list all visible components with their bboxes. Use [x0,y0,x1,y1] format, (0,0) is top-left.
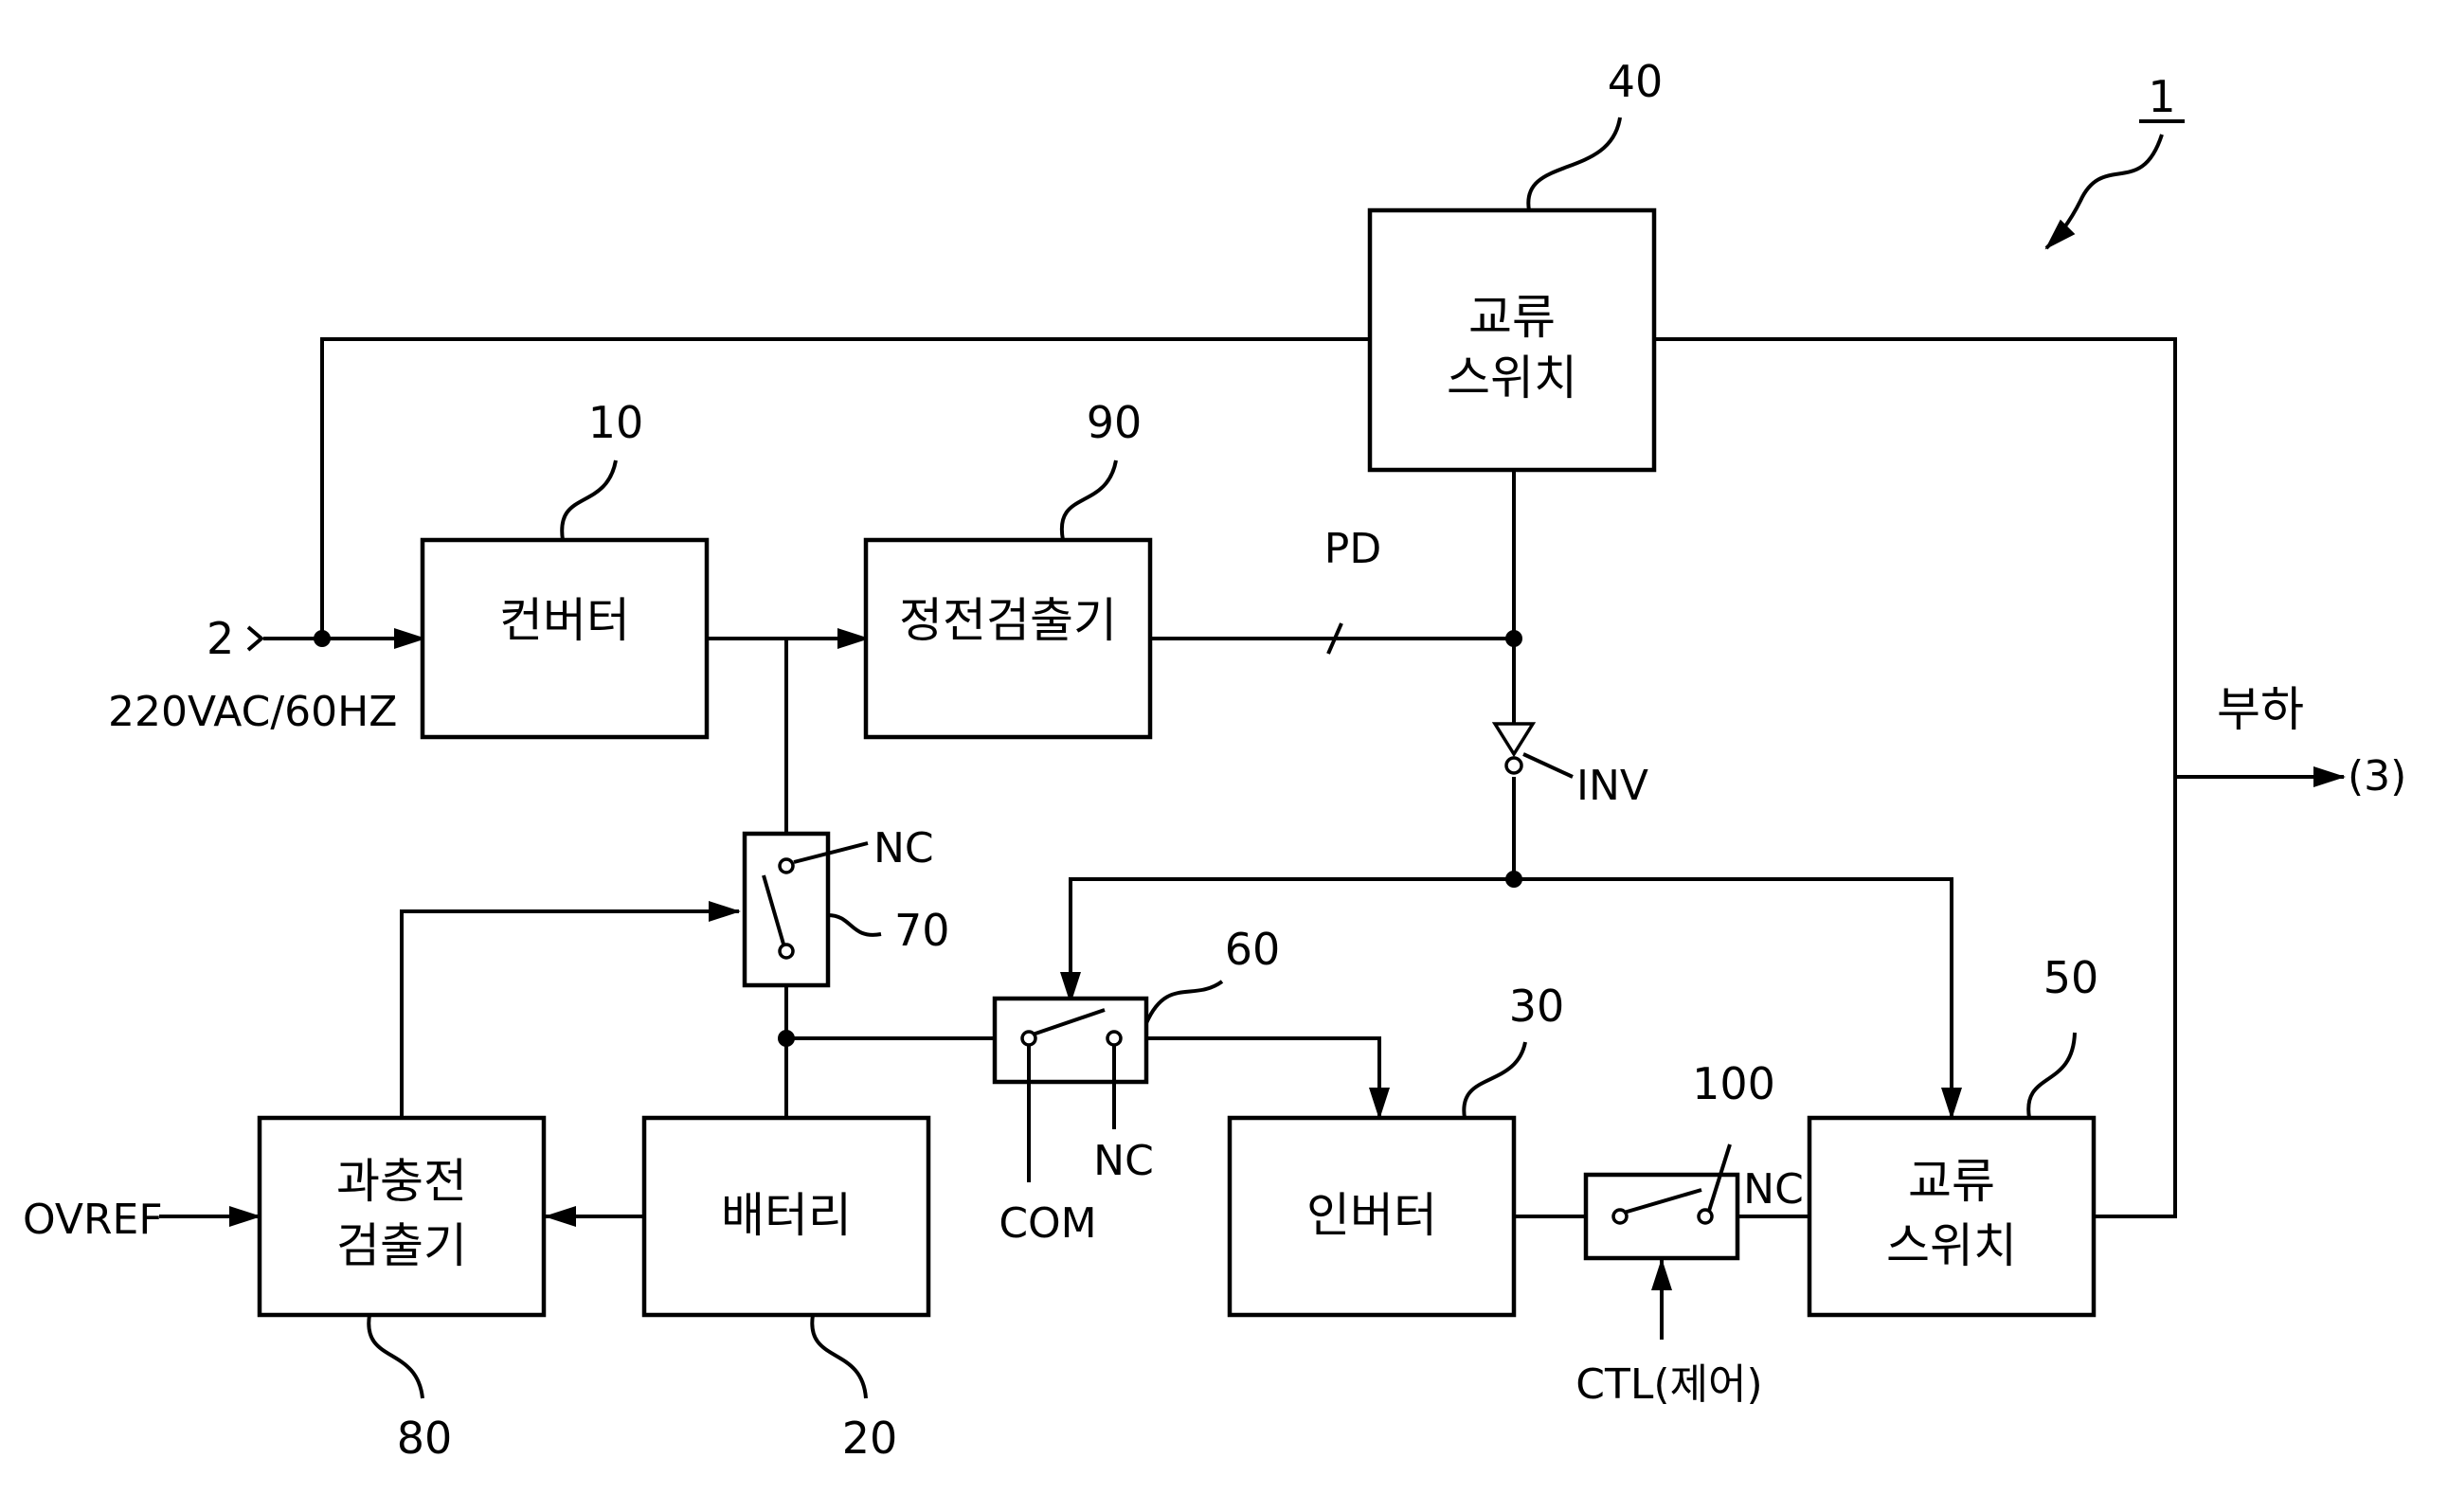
switch-100-ref-leader [1707,1143,1732,1212]
switch-70-blade [762,874,786,948]
pd-label: PD [1324,525,1381,573]
switch-70-leader [827,913,882,937]
switch-60: COM NC 60 [992,924,1281,1248]
inverter-leader [1462,1041,1527,1119]
switch-100-nc-label: NC [1743,1165,1804,1214]
switch-100: 100 NC CTL(제어) [1575,1058,1804,1409]
switch-60-com-label: COM [999,1199,1096,1248]
switch-60-box [992,996,1149,1085]
ac-switch-bottom-label-1: 교류 [1908,1154,1995,1209]
junction-dot [1505,871,1522,888]
ovref-label: OVREF [23,1196,163,1244]
ac-switch-bottom-ref: 50 [2043,952,2099,1003]
switch-100-ref: 100 [1692,1058,1775,1109]
ac-switch-top-label-1: 교류 [1468,290,1556,345]
input-chevron-icon [246,625,265,652]
figure-number: 1 [2148,71,2175,122]
switch-100-contact-right [1697,1208,1714,1225]
battery-ref: 20 [842,1413,898,1464]
switch-70-nc-label: NC [873,824,934,873]
power-failure-detector-box [863,537,1153,740]
switch-60-blade [1032,1008,1106,1036]
switch-70-contact-bottom [778,943,795,960]
ac-switch-top-leader [1526,117,1622,211]
overcharge-detector-label-2: 검출기 [336,1218,467,1273]
battery-leader [810,1314,868,1399]
detector80-to-sw70-line [400,901,741,1118]
power-failure-detector-leader [1059,459,1118,541]
switch-70-nc-leader [793,841,869,864]
inverter-label: 인버터 [1306,1188,1437,1243]
wiring [159,337,2346,1340]
battery-label: 배터리 [721,1188,852,1243]
battery-box [641,1115,931,1318]
ctrl-to-sw60-line [1060,877,1514,1004]
power-failure-detector-label: 정전검출기 [899,593,1117,648]
bypass-line [320,337,1372,639]
figure-leader-arrow [2044,134,2164,250]
switch-70: NC 70 [742,824,950,988]
ac-switch-top-label-2: 스위치 [1447,351,1577,405]
ac-switch-bottom-leader [2026,1032,2077,1119]
pd-line-tick [1326,622,1343,655]
overcharge-detector-box [257,1115,547,1318]
converter-label: 컨버터 [499,593,630,648]
converter-leader [560,459,618,541]
ac-switch-top-box [1367,207,1657,473]
battery-block: 배터리 20 [641,1115,931,1464]
overcharge-detector-label-1: 과충전 [336,1154,467,1209]
input-group: 2 220VAC/60HZ [108,613,397,736]
inv-label: INV [1576,762,1648,810]
switch-60-leader [1144,980,1224,1024]
inverter-ref: 30 [1509,981,1565,1032]
overcharge-detector-block: 과충전 검출기 80 [257,1115,547,1464]
inverter-box [1227,1115,1517,1318]
input-ref: 2 [207,613,234,664]
switch-60-contact-nc [1106,1030,1123,1047]
junction-dot [1505,630,1522,647]
ac-switch-top-ref: 40 [1608,56,1664,107]
ctrl-to-switch50-line [1514,877,1962,1120]
power-failure-detector-ref: 90 [1087,397,1143,448]
figure-number-group: 1 [2044,71,2185,250]
inv-gate: INV [1491,722,1648,810]
junction-dot [314,630,331,647]
converter-block: 컨버터 10 [420,397,710,740]
load-output: 부하 (3) [2217,682,2406,801]
sw60-to-inverter-line [1114,1036,1390,1120]
switch-60-ref: 60 [1225,924,1281,975]
inv-leader [1522,752,1574,779]
power-failure-detector-block: 정전검출기 90 [863,397,1153,740]
converter-ref: 10 [588,397,644,448]
switch-100-blade [1623,1188,1702,1215]
inv-gate-bubble [1504,756,1523,775]
switch-60-nc-label: NC [1093,1137,1154,1185]
switch-70-ref: 70 [894,905,950,956]
ac-switch-top-block: 교류 스위치 40 [1367,56,1664,473]
junctions [314,630,1522,1047]
switch-100-contact-left [1611,1208,1629,1225]
junction-dot [778,1030,795,1047]
switch-70-contact-top [778,857,795,874]
ac-switch-bottom-label-2: 스위치 [1886,1218,2017,1273]
inverter-block: 인버터 30 [1227,981,1565,1318]
input-label: 220VAC/60HZ [108,688,397,736]
load-ref: (3) [2348,752,2406,801]
ac-switch-bottom-box [1807,1115,2097,1318]
inv-gate-triangle [1491,722,1537,758]
ac-switch-bottom-block: 교류 스위치 50 [1807,952,2099,1318]
overcharge-detector-leader [367,1314,424,1399]
load-label: 부하 [2217,682,2304,737]
overcharge-detector-ref: 80 [397,1413,453,1464]
converter-box [420,537,710,740]
switch-100-ctl-label: CTL(제어) [1575,1360,1762,1409]
